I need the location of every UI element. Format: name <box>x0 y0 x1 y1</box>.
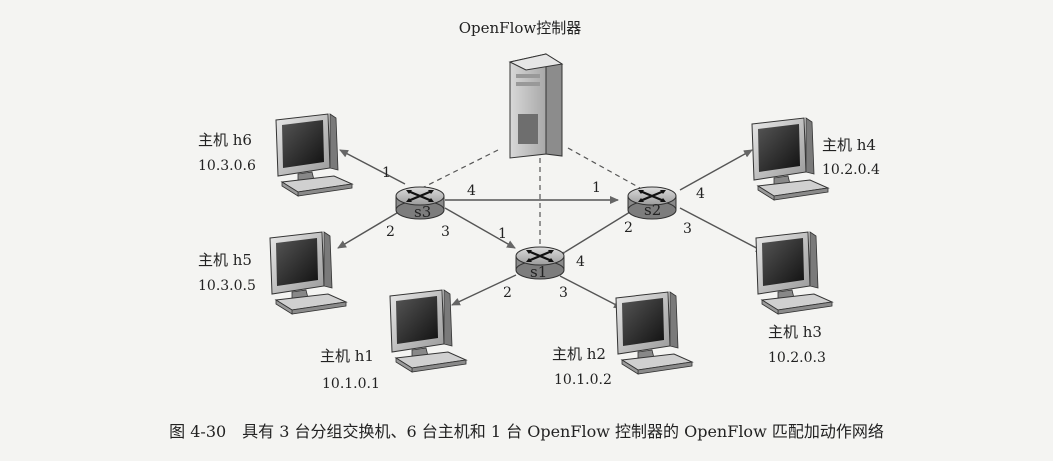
host-h6-name: 主机 h6 <box>198 131 252 149</box>
host-h3-name: 主机 h3 <box>768 323 822 341</box>
switch-s3-label: s3 <box>414 203 431 221</box>
port-label: 3 <box>441 224 450 240</box>
switch-s1-label: s1 <box>530 263 547 281</box>
port-label: 3 <box>559 285 568 301</box>
host-h6-computer-icon <box>275 113 353 197</box>
port-label: 2 <box>386 224 395 240</box>
host-h5-computer-icon <box>269 231 347 315</box>
port-label: 4 <box>467 183 476 199</box>
openflow-controller-server-icon <box>508 53 564 159</box>
switch-s2-label: s2 <box>644 201 661 219</box>
port-label: 2 <box>624 220 633 236</box>
host-h5-ip: 10.3.0.5 <box>198 278 256 294</box>
switch-s3: s3 <box>394 185 446 221</box>
port-label: 3 <box>683 221 692 237</box>
port-labels: 1 2 3 4 1 2 3 4 1 2 3 4 <box>382 165 705 301</box>
host-h3-computer-icon <box>755 231 833 315</box>
host-h3-ip: 10.2.0.3 <box>768 350 826 366</box>
port-label: 4 <box>576 254 585 270</box>
network-diagram: OpenFlow控制器 s3 s2 s1 1 2 3 4 1 2 3 4 1 2… <box>198 19 880 392</box>
host-h6-ip: 10.3.0.6 <box>198 158 256 174</box>
host-h2-computer-icon <box>615 291 693 375</box>
switch-s1: s1 <box>514 245 566 281</box>
host-h1-ip: 10.1.0.1 <box>322 376 380 392</box>
controller-label: OpenFlow控制器 <box>459 19 582 37</box>
port-label: 1 <box>382 165 391 181</box>
host-h2-name: 主机 h2 <box>552 345 606 363</box>
port-label: 1 <box>498 226 507 242</box>
host-h1-computer-icon <box>389 289 467 373</box>
host-h4-ip: 10.2.0.4 <box>822 162 880 178</box>
port-label: 4 <box>696 186 705 202</box>
host-h1-name: 主机 h1 <box>320 347 374 365</box>
host-h2-ip: 10.1.0.2 <box>554 372 612 388</box>
host-h5-name: 主机 h5 <box>198 251 252 269</box>
figure-caption: 图 4-30 具有 3 台分组交换机、6 台主机和 1 台 OpenFlow 控… <box>169 422 884 441</box>
host-h4-name: 主机 h4 <box>822 136 876 154</box>
port-label: 2 <box>503 285 512 301</box>
switch-links <box>444 196 631 260</box>
switch-s2: s2 <box>626 185 678 221</box>
host-h4-computer-icon <box>751 117 829 201</box>
host-links <box>337 149 765 309</box>
port-label: 1 <box>592 180 601 196</box>
